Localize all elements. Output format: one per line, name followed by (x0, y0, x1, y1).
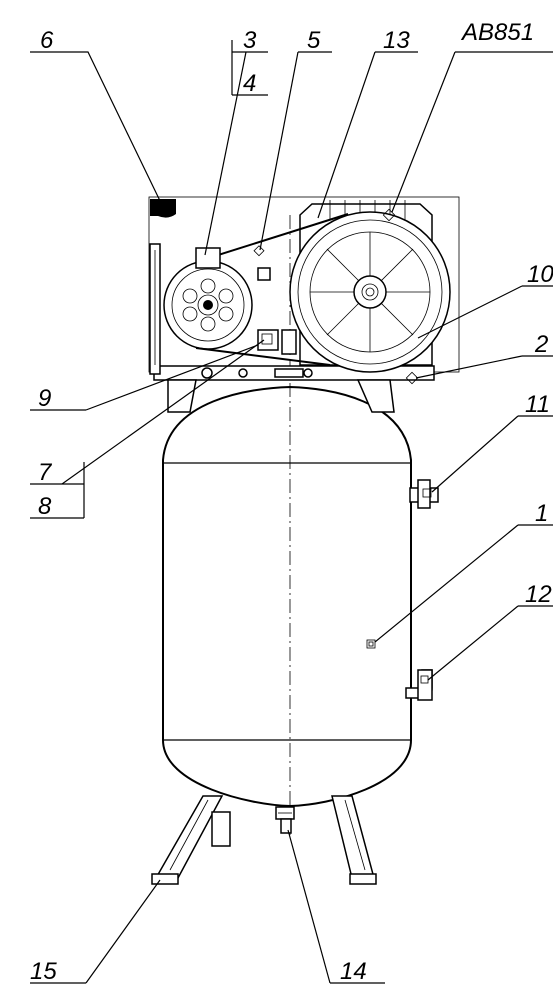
callout-10: 10 (527, 261, 553, 288)
drain-valve (275, 806, 295, 834)
flywheel (289, 211, 451, 373)
callout-6: 6 (40, 27, 54, 54)
callout-5: 5 (307, 27, 321, 54)
callout-4: 4 (243, 70, 256, 97)
air-filter (150, 199, 176, 218)
callout-9: 9 (38, 385, 51, 412)
callout-1: 1 (535, 500, 548, 527)
item-5-marker (253, 245, 265, 257)
nameplate-mark (366, 639, 376, 649)
pressure-switch (257, 329, 297, 355)
callout-11: 11 (525, 391, 550, 418)
callout-7: 7 (38, 459, 53, 486)
leader-lines (30, 40, 553, 984)
belt-guard-bracket (195, 247, 221, 269)
motor-pulley (163, 260, 253, 350)
callout-8: 8 (38, 493, 52, 520)
item-2-marker (405, 371, 419, 385)
outlet-fitting (409, 479, 439, 509)
callout-ab851: AB851 (460, 19, 534, 46)
ab851-marker (382, 208, 396, 222)
mount-bolts (201, 367, 313, 379)
callout-3: 3 (243, 27, 257, 54)
small-bracket (257, 267, 271, 281)
callout-14: 14 (340, 958, 367, 985)
drive-belt (195, 213, 349, 366)
air-receiver-tank (162, 385, 412, 808)
callout-12: 12 (525, 581, 552, 608)
elbow-valve (405, 669, 433, 701)
callout-13: 13 (383, 27, 410, 54)
callout-15: 15 (30, 958, 57, 985)
callout-2: 2 (534, 331, 548, 358)
tank-legs (151, 795, 377, 885)
